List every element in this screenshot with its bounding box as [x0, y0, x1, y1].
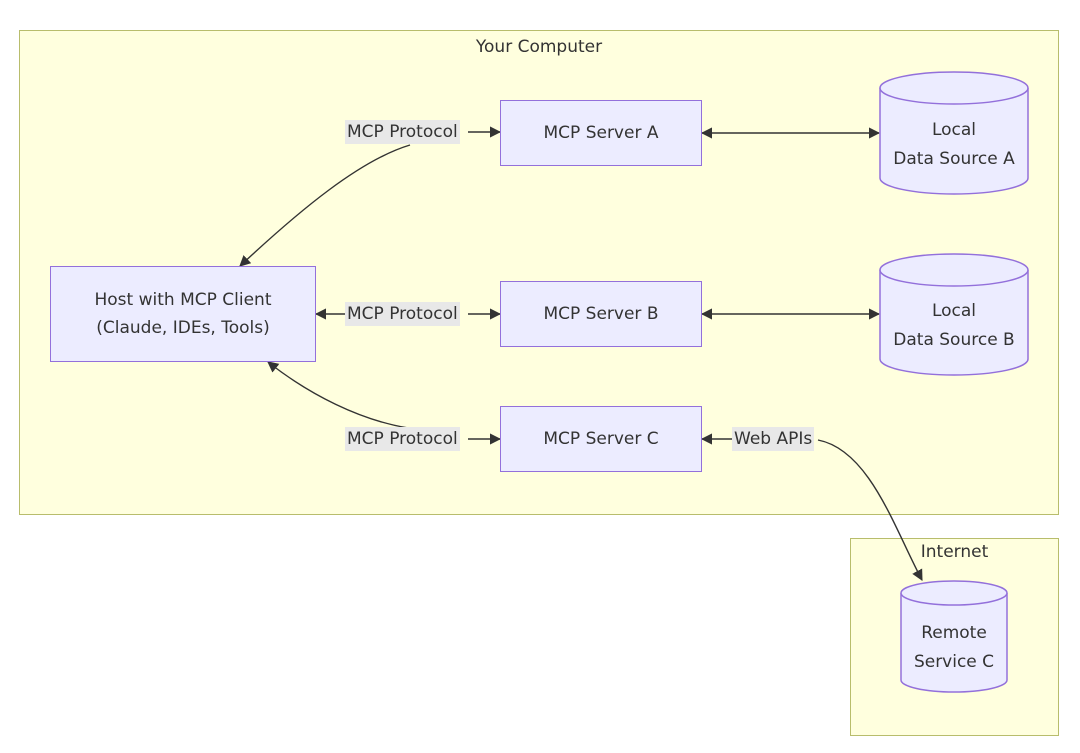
node-local-data-source-a: Local Data Source A — [880, 72, 1028, 194]
edge-host-server-a — [239, 144, 411, 267]
source-b-line-1: Local — [931, 301, 977, 321]
database-source-a-shape — [879, 71, 1029, 195]
server-a-label: MCP Server A — [543, 123, 659, 143]
database-remote-c-shape — [900, 580, 1008, 693]
source-a-line-1: Local — [931, 120, 977, 140]
node-mcp-server-c: MCP Server C — [500, 406, 702, 472]
edge-label-mcp-protocol-a: MCP Protocol — [345, 120, 460, 144]
edge-web-apis-remote — [817, 439, 923, 581]
node-remote-service-c: Remote Service C — [901, 581, 1007, 693]
host-line-1: Host with MCP Client — [94, 290, 272, 310]
remote-c-line-2: Service C — [913, 652, 995, 672]
node-mcp-server-b: MCP Server B — [500, 281, 702, 347]
edge-label-web-apis: Web APIs — [732, 427, 815, 451]
node-mcp-server-a: MCP Server A — [500, 100, 702, 166]
edge-host-server-c — [267, 361, 409, 429]
cluster-title-your-computer: Your Computer — [475, 37, 603, 57]
edge-label-mcp-protocol-b: MCP Protocol — [345, 302, 460, 326]
host-line-2: (Claude, IDEs, Tools) — [96, 318, 270, 338]
source-b-line-2: Data Source B — [893, 330, 1015, 350]
node-host-mcp-client: Host with MCP Client (Claude, IDEs, Tool… — [50, 266, 316, 362]
edge-label-mcp-protocol-c: MCP Protocol — [345, 427, 460, 451]
source-a-line-2: Data Source A — [893, 149, 1015, 169]
server-c-label: MCP Server C — [543, 429, 659, 449]
database-source-b-shape — [879, 253, 1029, 376]
cluster-title-internet: Internet — [920, 542, 989, 562]
node-local-data-source-b: Local Data Source B — [880, 254, 1028, 376]
server-b-label: MCP Server B — [543, 304, 659, 324]
cluster-internet: Internet — [850, 538, 1059, 736]
remote-c-line-1: Remote — [921, 623, 987, 643]
